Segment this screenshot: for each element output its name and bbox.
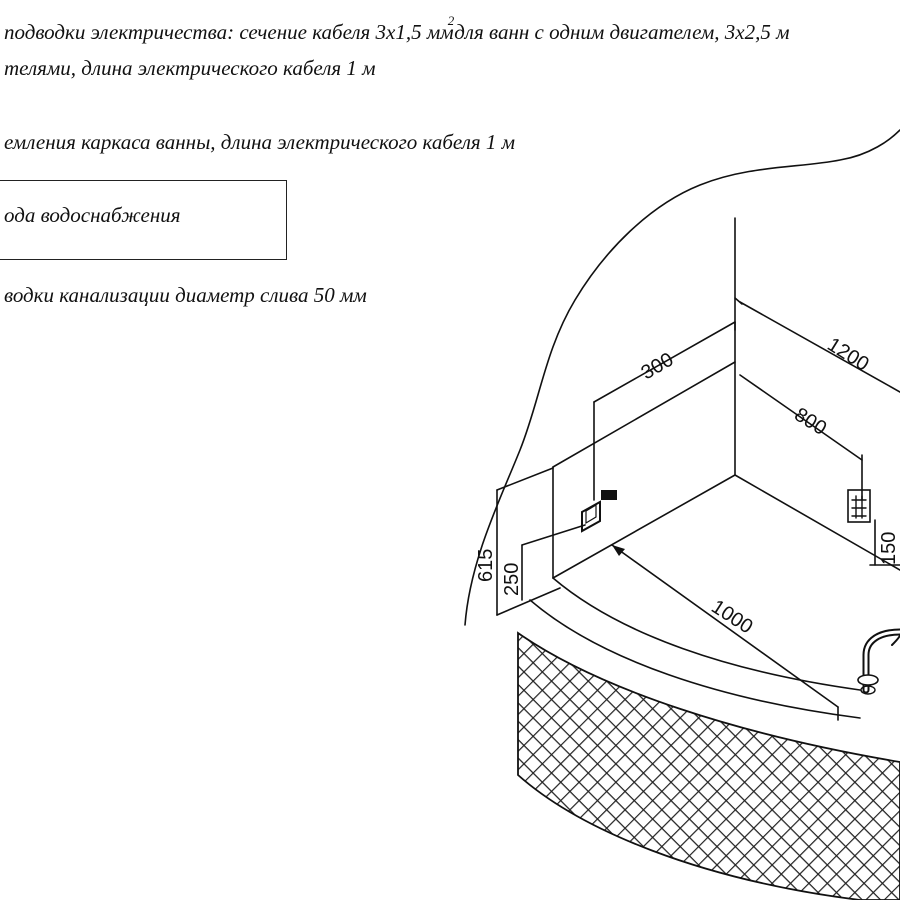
- faucet-base: [857, 674, 879, 686]
- socket-outline: [581, 500, 601, 533]
- tub-rim-arc: [529, 599, 861, 719]
- electric-note-text: подводки электричества: сечение кабеля 3…: [4, 20, 454, 44]
- tub-inner-arc: [552, 577, 861, 691]
- dim250-ext-top: [521, 524, 586, 546]
- left-wall-top: [552, 361, 736, 468]
- dim-label-150: 150: [878, 532, 900, 565]
- dim800-line: [739, 374, 863, 461]
- dim1200-line: [739, 301, 900, 393]
- water-fitting: [847, 489, 871, 523]
- wall-outline-curve: [464, 129, 900, 626]
- electric-note-line1: подводки электричества: сечение кабеля 3…: [4, 14, 790, 44]
- water-supply-legend-box: [0, 180, 287, 260]
- drain-hole: [860, 685, 876, 695]
- dim-label-1200: 1200: [823, 334, 872, 376]
- drain-note: водки канализации диаметр слива 50 мм: [4, 283, 367, 307]
- dim300-line: [593, 321, 736, 403]
- socket-inner: [585, 503, 597, 525]
- water-supply-note: ода водоснабжения: [4, 203, 181, 227]
- socket-plug: [601, 490, 617, 500]
- dim-label-300: 300: [638, 349, 678, 385]
- faucet-spout-inner: [864, 630, 900, 692]
- left-wall-floor-line: [552, 474, 736, 579]
- dim615-ext-top: [496, 467, 554, 491]
- dim1000-arrow: [612, 545, 625, 556]
- electric-note-tail: для ванн с одним двигателем, 3х2,5 м: [454, 20, 790, 44]
- right-wall-floor-line: [734, 474, 900, 571]
- electric-note-line2: телями, длина электрического кабеля 1 м: [4, 56, 376, 80]
- dim-label-615: 615: [475, 549, 497, 582]
- dim-label-1000: 1000: [707, 596, 756, 639]
- dim1200-ext: [734, 297, 743, 305]
- water-fitting-detail: [851, 495, 867, 519]
- electric-note-superscript: 2: [447, 13, 455, 28]
- grounding-note: емления каркаса ванны, длина электрическ…: [4, 130, 516, 154]
- dim1000-line: [611, 544, 839, 708]
- apron-mesh-panel: [517, 631, 900, 900]
- dim-label-250: 250: [501, 563, 523, 596]
- dim615-ext-bottom: [496, 587, 561, 616]
- faucet-handle: [891, 634, 900, 646]
